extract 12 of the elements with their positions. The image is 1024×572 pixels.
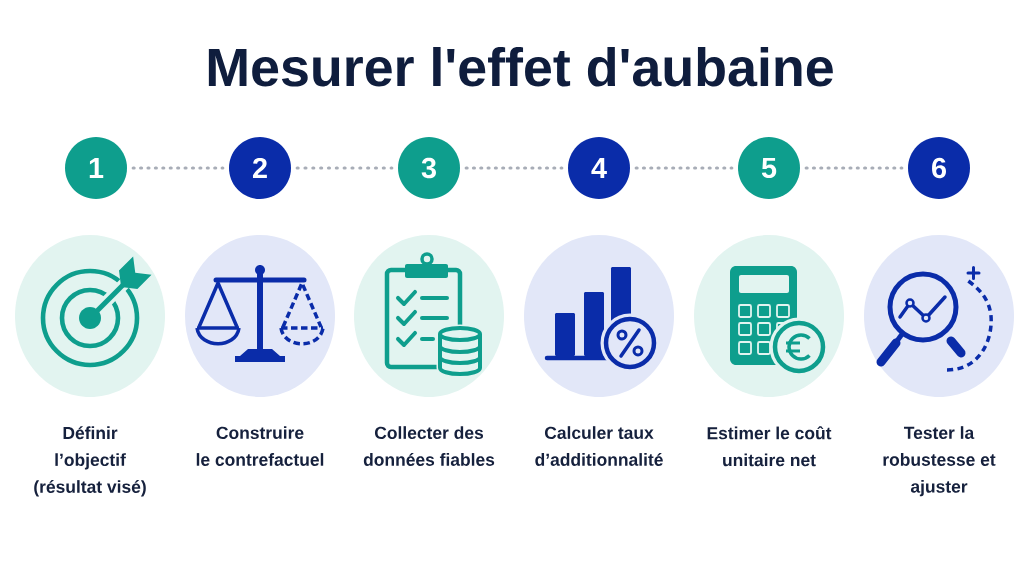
dotted-connector (295, 166, 394, 170)
step-label: Tester la robustesse et ajuster (883, 426, 996, 497)
title: Mesurer l'effet d'aubaine (208, 47, 833, 87)
step-label: Définir l’objectif (résultat visé) (34, 426, 146, 497)
step-label: Calculer taux d’additionnalité (535, 426, 663, 466)
dotted-connector (804, 166, 904, 170)
step-label: Collecter des données fiables (363, 426, 495, 466)
dotted-connector (131, 166, 225, 170)
dotted-connector (464, 166, 564, 170)
step-label: Construire le contrefactuel (196, 426, 324, 466)
step-label: Estimer le coût unitaire net (707, 426, 832, 467)
dotted-connector (634, 166, 734, 170)
